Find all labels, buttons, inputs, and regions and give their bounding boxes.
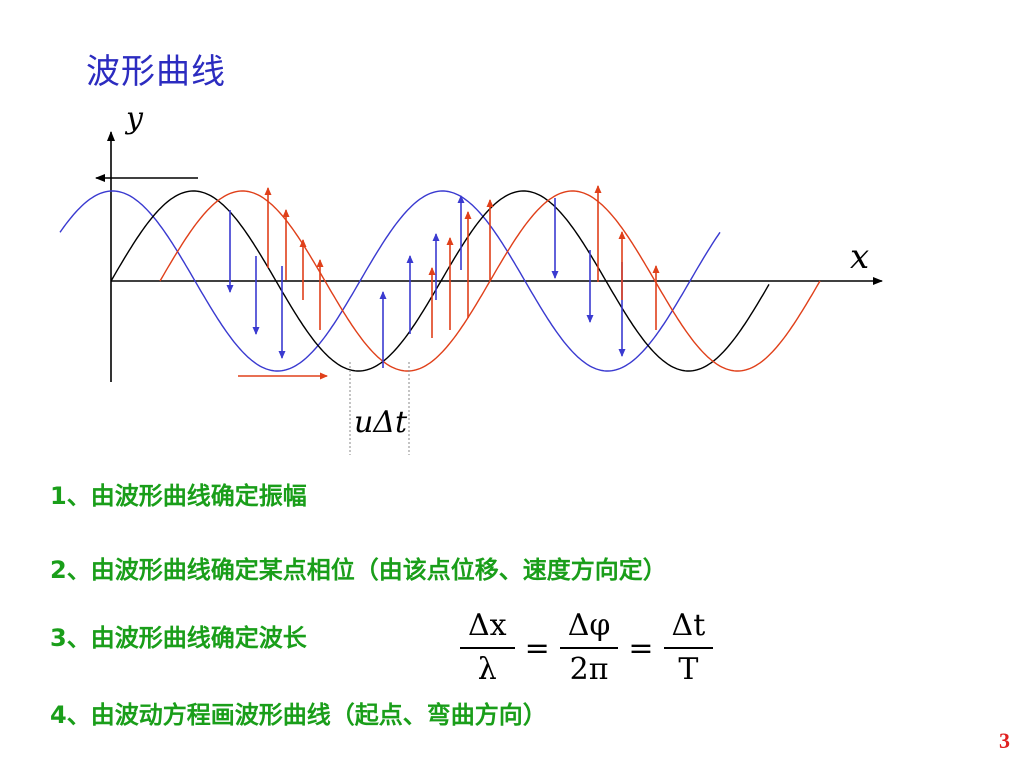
y-axis-label: y bbox=[124, 101, 144, 136]
fraction-numerator: Δt bbox=[663, 607, 714, 649]
page-number: 3 bbox=[999, 728, 1010, 753]
point-3: 3、由波形曲线确定波长 bbox=[50, 624, 307, 652]
wave-curve-red bbox=[159, 190, 821, 372]
x-axis-label: x bbox=[850, 237, 869, 277]
point-4: 4、由波动方程画波形曲线（起点、弯曲方向） bbox=[50, 701, 547, 729]
wave-curve-blue bbox=[59, 190, 721, 372]
fraction-denominator: λ bbox=[477, 652, 497, 687]
slide-title: 波形曲线 bbox=[86, 52, 226, 92]
fraction-numerator: Δφ bbox=[559, 607, 619, 649]
shift-label: uΔt bbox=[354, 405, 408, 440]
equals-sign: = bbox=[524, 630, 550, 666]
fraction-dx-lambda: Δx λ bbox=[460, 607, 515, 689]
red-velocity-arrows bbox=[264, 185, 660, 338]
fraction-denominator: T bbox=[678, 652, 699, 687]
blue-velocity-arrows bbox=[226, 195, 626, 368]
fraction-dt-T: Δt T bbox=[663, 607, 714, 689]
wave-curve-black bbox=[110, 190, 770, 372]
wave-diagram: y x uΔt bbox=[59, 101, 883, 455]
point-2: 2、由波形曲线确定某点相位（由该点位移、速度方向定） bbox=[50, 556, 667, 584]
equals-sign: = bbox=[628, 630, 654, 666]
wavelength-formula: Δx λ = Δφ 2π = Δt T bbox=[456, 604, 717, 692]
point-1: 1、由波形曲线确定振幅 bbox=[50, 482, 307, 510]
fraction-numerator: Δx bbox=[460, 607, 515, 649]
fraction-dphi-2pi: Δφ 2π bbox=[559, 607, 619, 689]
fraction-denominator: 2π bbox=[569, 652, 609, 687]
